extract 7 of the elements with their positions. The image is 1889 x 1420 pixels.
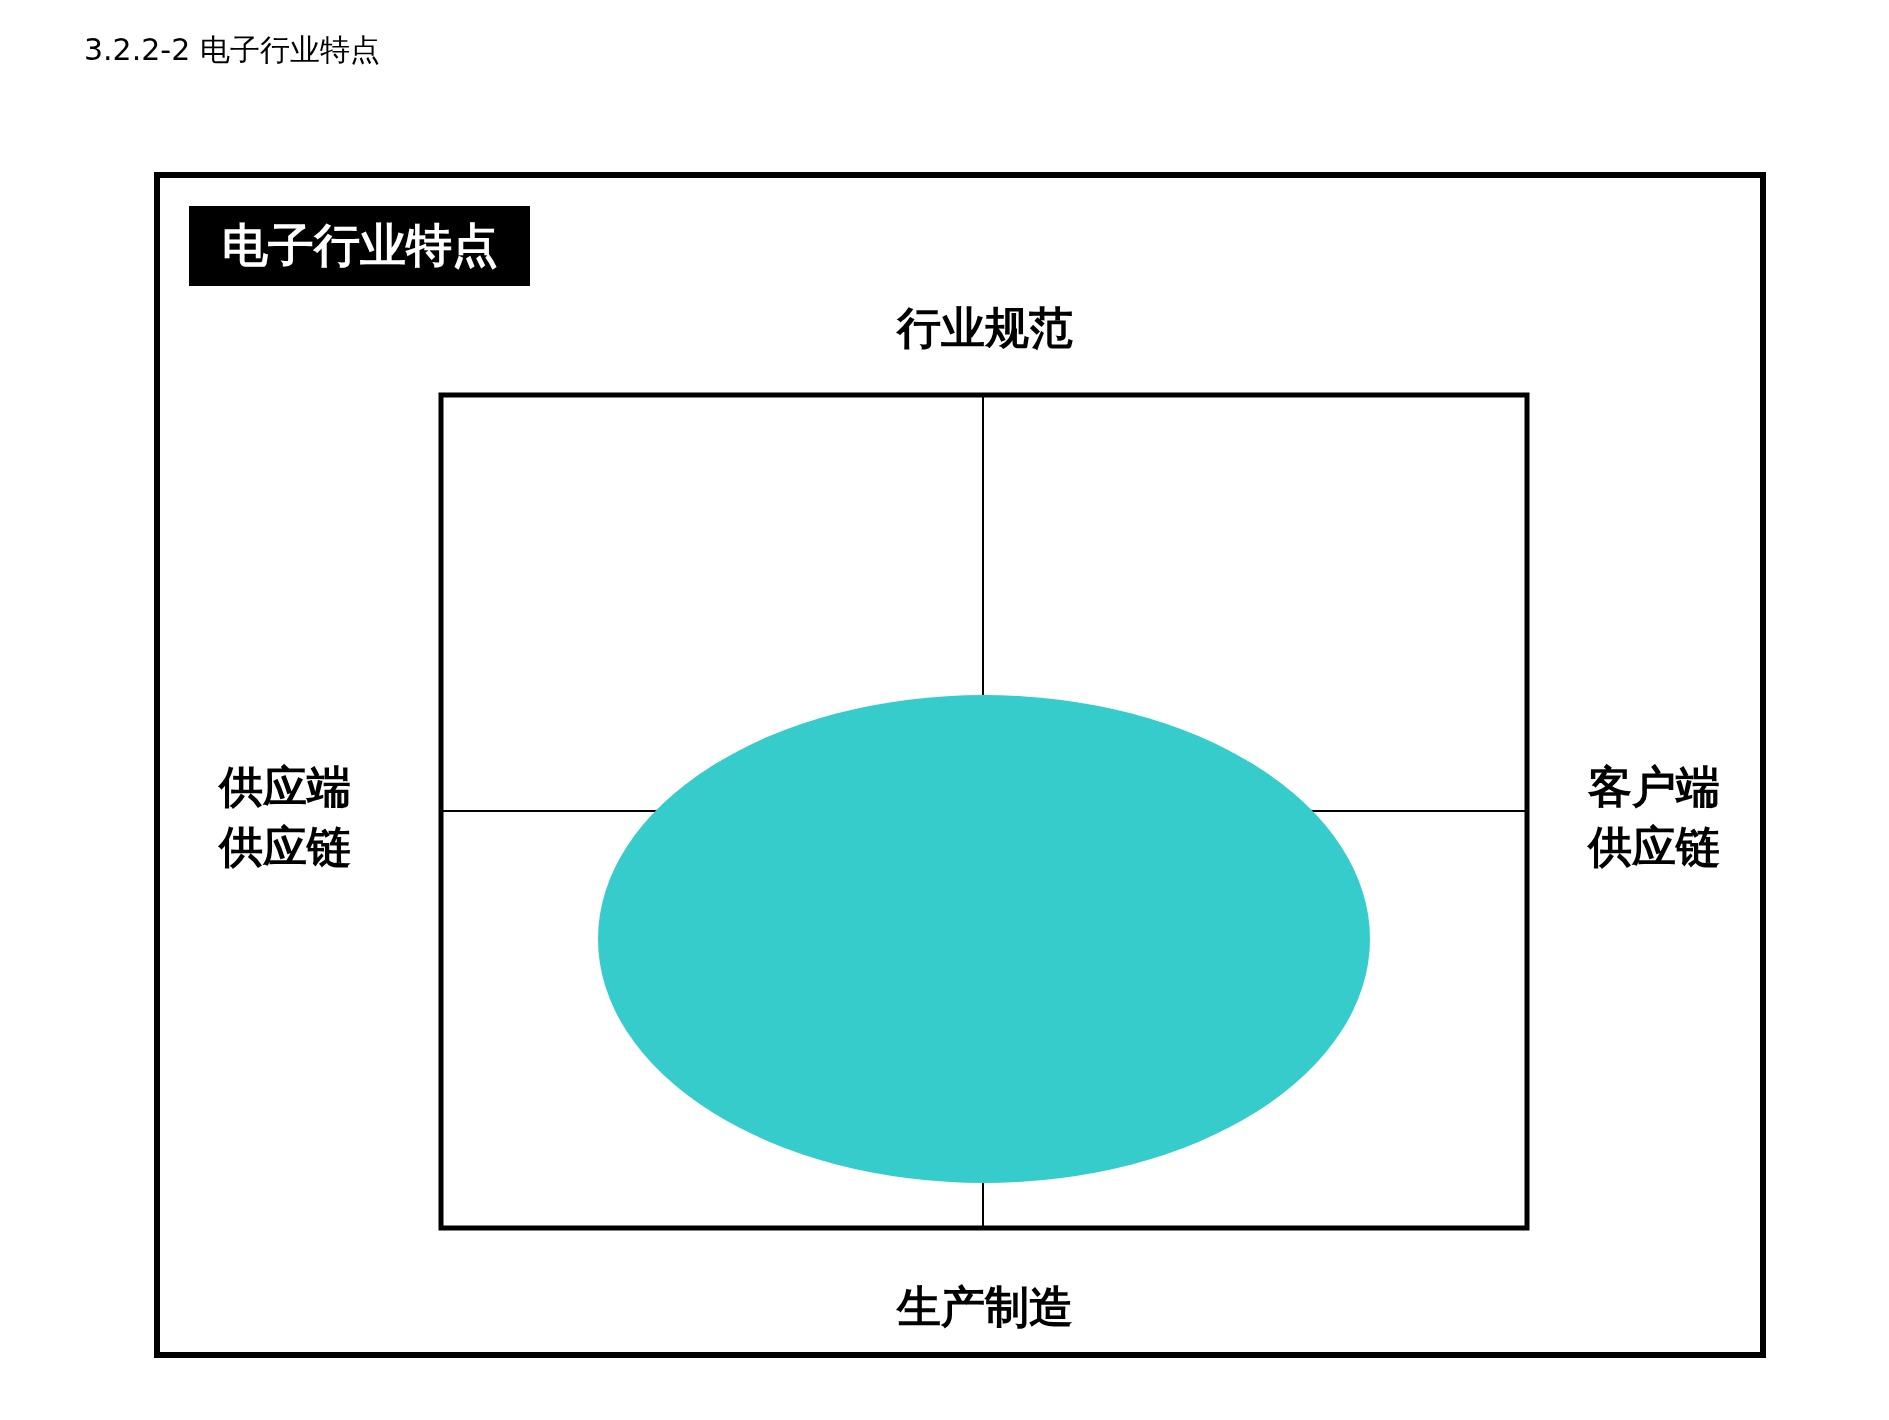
axis-label: 行业规范: [895, 301, 1074, 355]
axis-label: 客户端供应链: [1586, 760, 1721, 874]
axis-label: 生产制造: [895, 1280, 1074, 1334]
axis-label: 供应端供应链: [217, 760, 352, 874]
figure-title: 3.2.2-2 电子行业特点: [84, 31, 380, 69]
ellipse: [598, 695, 1370, 1183]
title-label: 电子行业特点: [189, 206, 530, 286]
